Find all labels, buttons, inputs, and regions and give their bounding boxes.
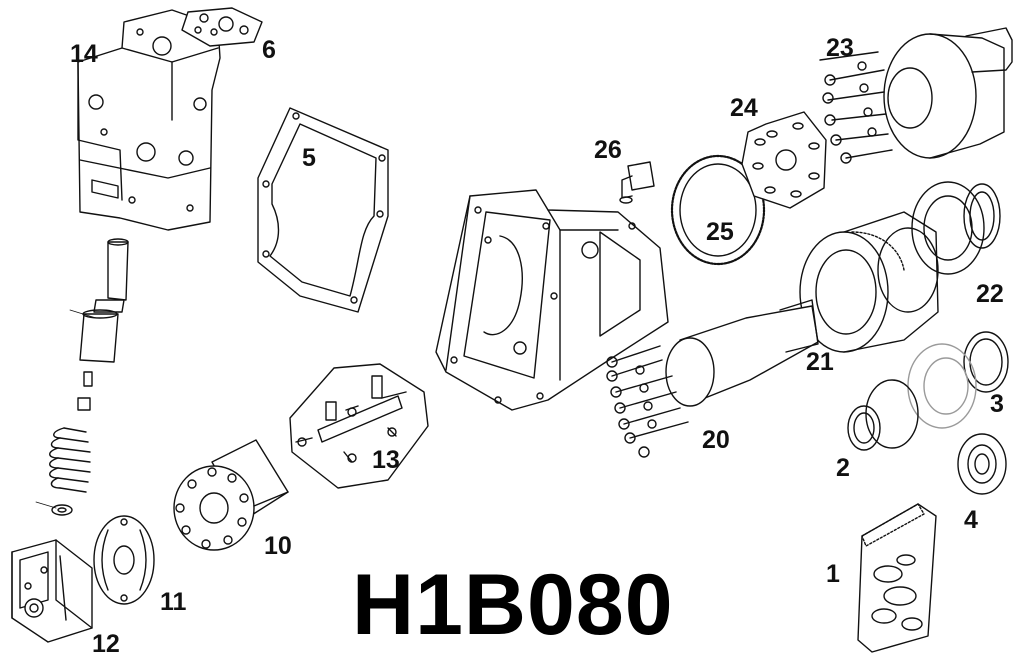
part-number-22: 22 <box>976 280 1004 308</box>
part-26-speed-sensor <box>619 161 655 204</box>
part-number-13: 13 <box>372 446 400 474</box>
part-20-shaft-and-pistons <box>606 299 819 458</box>
part-23-rotating-group <box>819 27 1013 164</box>
part-number-5: 5 <box>302 144 316 172</box>
part-number-14: 14 <box>70 40 98 68</box>
part-14-control-valve-block <box>35 9 221 516</box>
part-number-1: 1 <box>826 560 840 588</box>
part-number-12: 12 <box>92 630 120 658</box>
part-11-valve-plate <box>93 515 155 605</box>
part-number-6: 6 <box>262 36 276 64</box>
part-number-4: 4 <box>964 506 978 534</box>
part-24-retainer-plate <box>741 111 827 209</box>
part-number-10: 10 <box>264 532 292 560</box>
part-number-11: 11 <box>160 588 187 616</box>
part-number-25: 25 <box>706 218 734 246</box>
part-number-21: 21 <box>806 348 834 376</box>
model-title: H1B080 <box>352 557 674 653</box>
part-22-bearing-cup <box>911 181 1001 275</box>
part-12-end-cap <box>11 539 93 643</box>
part-number-26: 26 <box>594 136 622 164</box>
part-6-gasket <box>181 7 263 47</box>
part-21-bearing-race <box>799 211 939 353</box>
part-number-23: 23 <box>826 34 854 62</box>
part-number-20: 20 <box>702 426 730 454</box>
part-5-gasket <box>257 107 389 313</box>
pump-housing <box>435 189 669 411</box>
part-10-cylinder-block <box>173 439 289 551</box>
part-4-bearing <box>957 433 1007 495</box>
part-2-shaft-seal-ring <box>847 379 919 451</box>
part-number-24: 24 <box>730 94 758 122</box>
part-13-cross-fitting-kit <box>289 363 429 489</box>
part-number-2: 2 <box>836 454 850 482</box>
part-25-speed-ring <box>670 154 766 266</box>
part-number-3: 3 <box>990 390 1004 418</box>
part-3-retaining-ring <box>907 331 1009 429</box>
part-1-seal-kit-bag <box>857 503 937 653</box>
